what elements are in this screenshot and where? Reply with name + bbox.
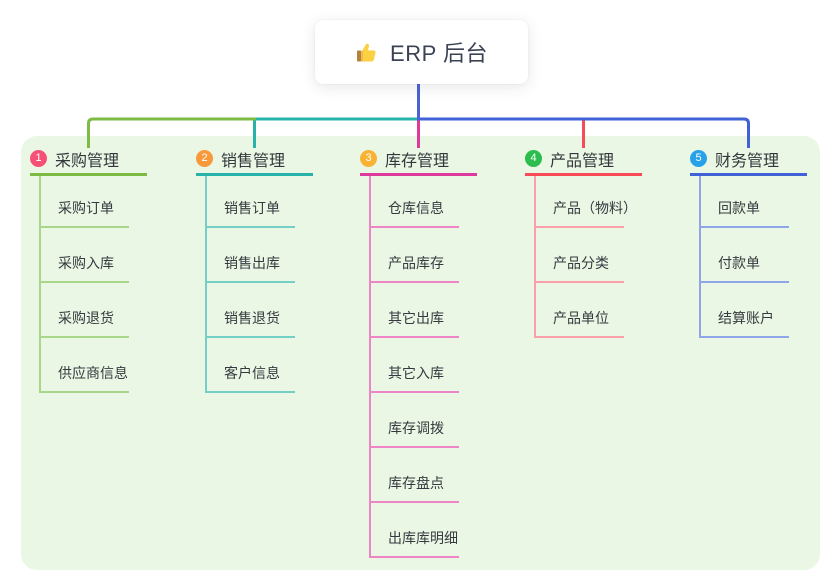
child-label: 回款单 [718,200,760,216]
branch-sales-header[interactable]: 2 销售管理 [196,150,313,176]
branches-panel [21,136,820,570]
branch-number-badge: 5 [690,150,707,167]
branch-product-children: 产品（物料） 产品分类 产品单位 [534,176,642,338]
branch-product-header[interactable]: 4 产品管理 [525,150,642,176]
child-node[interactable]: 其它入库 [371,338,459,393]
child-node[interactable]: 销售订单 [207,176,295,228]
child-node[interactable]: 供应商信息 [41,338,129,393]
child-label: 采购订单 [58,200,114,216]
child-node[interactable]: 采购退货 [41,283,129,338]
branch-title: 库存管理 [385,152,450,170]
root-title: ERP 后台 [390,41,488,66]
child-label: 产品库存 [388,255,444,271]
child-label: 其它出库 [388,310,444,326]
branch-title: 财务管理 [715,152,780,170]
branch-inventory-children: 仓库信息 产品库存 其它出库 其它入库 库存调拨 库存盘点 出库库明细 [369,176,477,558]
branch-finance: 5 财务管理 回款单 付款单 结算账户 [690,150,807,338]
child-node[interactable]: 仓库信息 [371,176,459,228]
child-node[interactable]: 付款单 [701,228,789,283]
child-label: 结算账户 [718,310,774,326]
child-node[interactable]: 其它出库 [371,283,459,338]
child-node[interactable]: 出库库明细 [371,503,459,558]
child-label: 销售出库 [224,255,280,271]
child-node[interactable]: 产品（物料） [536,176,637,228]
child-node[interactable]: 客户信息 [207,338,295,393]
branch-finance-header[interactable]: 5 财务管理 [690,150,807,176]
branch-number-badge: 4 [525,150,542,167]
child-node[interactable]: 产品分类 [536,228,624,283]
child-node[interactable]: 采购入库 [41,228,129,283]
branch-sales-children: 销售订单 销售出库 销售退货 客户信息 [205,176,313,393]
child-label: 采购入库 [58,255,114,271]
child-label: 采购退货 [58,310,114,326]
child-node[interactable]: 库存盘点 [371,448,459,503]
thumbs-up-icon [357,43,376,62]
branch-sales: 2 销售管理 销售订单 销售出库 销售退货 客户信息 [196,150,313,393]
child-label: 仓库信息 [388,200,444,216]
branch-title: 产品管理 [550,152,615,170]
child-node[interactable]: 产品单位 [536,283,624,338]
child-node[interactable]: 库存调拨 [371,393,459,448]
child-label: 销售订单 [224,200,280,216]
child-label: 销售退货 [224,310,280,326]
branch-title: 销售管理 [221,152,286,170]
child-label: 付款单 [718,255,760,271]
child-label: 出库库明细 [388,530,458,546]
branch-number-badge: 1 [30,150,47,167]
child-label: 产品单位 [553,310,609,326]
root-node[interactable]: ERP 后台 [315,20,528,84]
branch-product: 4 产品管理 产品（物料） 产品分类 产品单位 [525,150,642,338]
branch-purchase-header[interactable]: 1 采购管理 [30,150,147,176]
child-node[interactable]: 采购订单 [41,176,129,228]
child-label: 产品分类 [553,255,609,271]
child-node[interactable]: 产品库存 [371,228,459,283]
child-label: 供应商信息 [58,365,128,381]
child-node[interactable]: 销售退货 [207,283,295,338]
branch-purchase: 1 采购管理 采购订单 采购入库 采购退货 供应商信息 [30,150,147,393]
child-label: 库存调拨 [388,420,444,436]
branch-purchase-children: 采购订单 采购入库 采购退货 供应商信息 [39,176,147,393]
branch-inventory-header[interactable]: 3 库存管理 [360,150,477,176]
child-label: 产品（物料） [553,200,637,216]
child-label: 库存盘点 [388,475,444,491]
child-node[interactable]: 结算账户 [701,283,789,338]
child-label: 其它入库 [388,365,444,381]
child-node[interactable]: 销售出库 [207,228,295,283]
child-label: 客户信息 [224,365,280,381]
branch-title: 采购管理 [55,152,120,170]
branch-inventory: 3 库存管理 仓库信息 产品库存 其它出库 其它入库 库存调拨 库存盘点 出库库… [360,150,477,558]
branch-finance-children: 回款单 付款单 结算账户 [699,176,807,338]
child-node[interactable]: 回款单 [701,176,789,228]
branch-number-badge: 3 [360,150,377,167]
branch-number-badge: 2 [196,150,213,167]
